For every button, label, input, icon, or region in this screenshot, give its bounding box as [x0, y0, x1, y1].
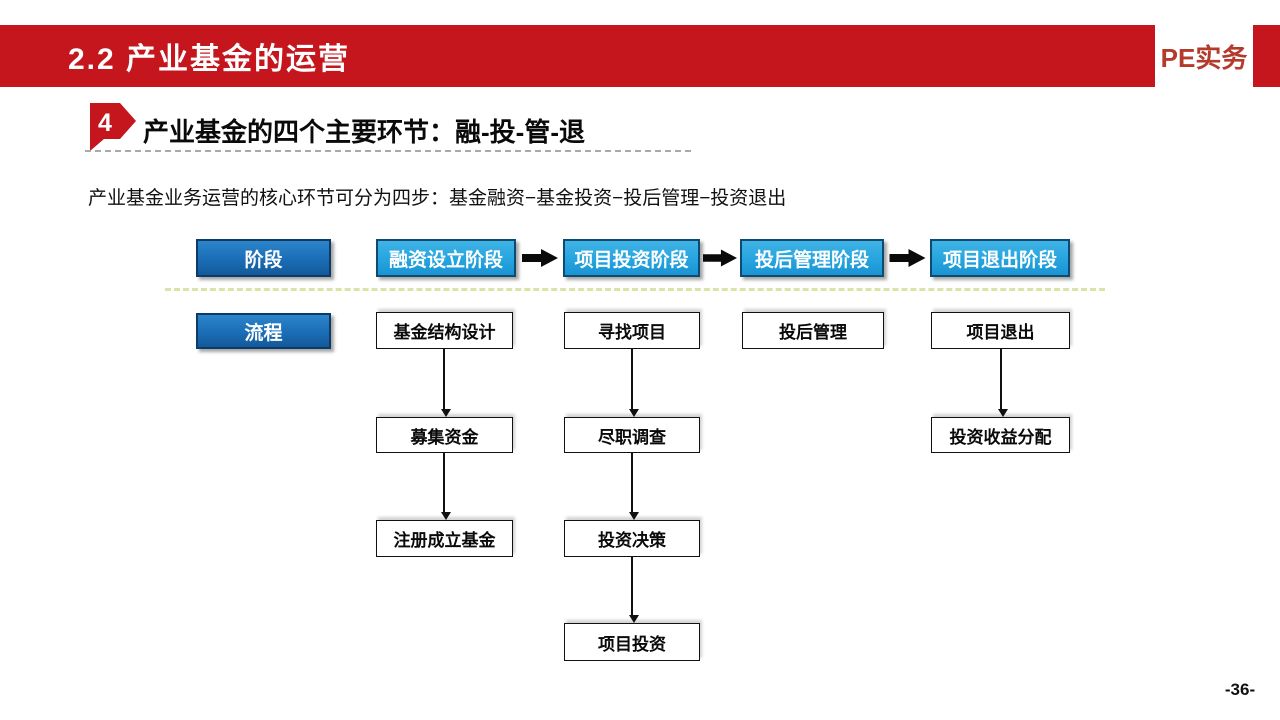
- process-box-project-exit: 项目退出: [931, 312, 1070, 349]
- stage-process-divider: [165, 288, 1105, 291]
- process-box-fund-structure-design: 基金结构设计: [376, 312, 513, 349]
- stage-box-financing: 融资设立阶段: [376, 239, 516, 277]
- process-box-project-investment: 项目投资: [564, 623, 700, 661]
- right-arrow-icon: [522, 248, 558, 268]
- header-bar: 2.2 产业基金的运营: [0, 25, 1155, 87]
- section-marker-arrow-icon: [90, 103, 136, 151]
- row-label-stage: 阶段: [196, 239, 331, 277]
- process-box-find-projects: 寻找项目: [564, 312, 700, 349]
- right-arrow-icon: [703, 248, 737, 268]
- stage-box-investment: 项目投资阶段: [563, 239, 700, 277]
- page-title: 2.2 产业基金的运营: [68, 43, 351, 76]
- right-arrow-icon: [889, 248, 926, 268]
- down-arrow-icon: [629, 349, 639, 417]
- brand-logo: PE实务: [1160, 42, 1248, 73]
- down-arrow-icon: [998, 349, 1008, 417]
- stage-box-exit: 项目退出阶段: [930, 239, 1070, 277]
- header-corner-block: [1253, 25, 1280, 87]
- row-label-process: 流程: [196, 313, 331, 349]
- page-number: -36-: [1224, 680, 1256, 699]
- section-number: 4: [98, 108, 112, 137]
- down-arrow-icon: [629, 557, 639, 623]
- process-box-return-distribution: 投资收益分配: [931, 417, 1070, 453]
- process-box-post-investment-management: 投后管理: [742, 312, 884, 349]
- process-box-due-diligence: 尽职调查: [564, 417, 700, 453]
- down-arrow-icon: [441, 349, 451, 417]
- down-arrow-icon: [629, 453, 639, 520]
- intro-text: 产业基金业务运营的核心环节可分为四步：基金融资−基金投资−投后管理−投资退出: [88, 188, 787, 209]
- process-box-fundraising: 募集资金: [376, 417, 513, 453]
- process-box-register-fund: 注册成立基金: [376, 520, 513, 557]
- section-title: 产业基金的四个主要环节：融-投-管-退: [143, 117, 585, 147]
- process-box-investment-decision: 投资决策: [564, 520, 700, 557]
- section-title-underline: [85, 134, 691, 152]
- stage-box-management: 投后管理阶段: [740, 239, 884, 277]
- down-arrow-icon: [441, 453, 451, 520]
